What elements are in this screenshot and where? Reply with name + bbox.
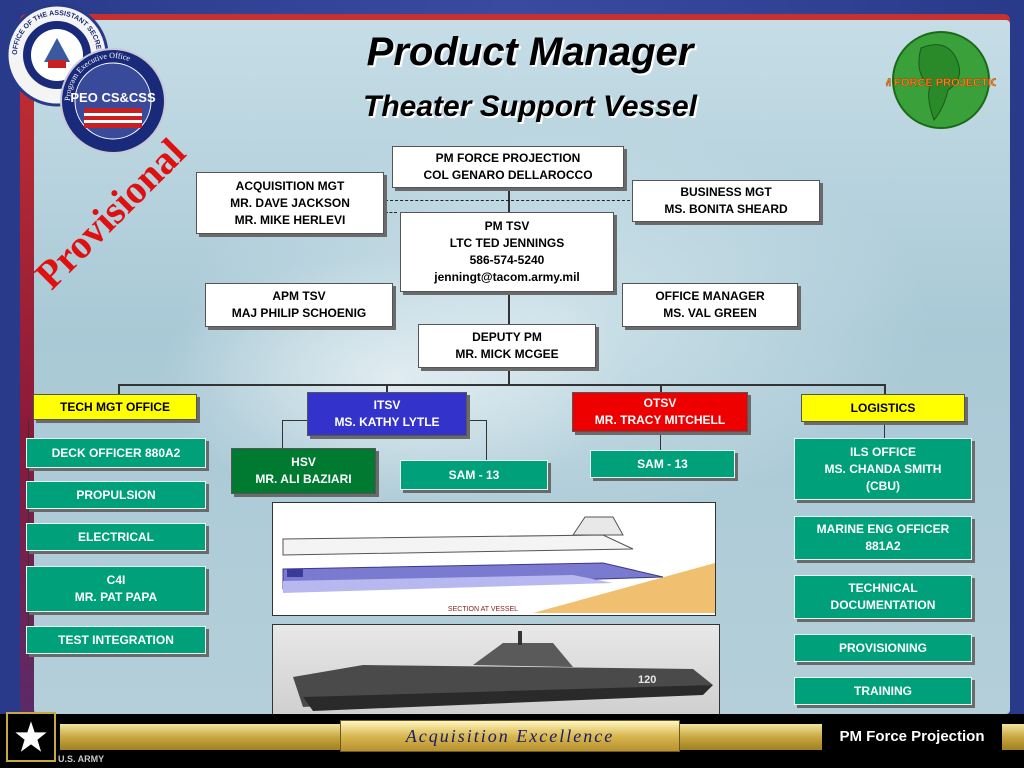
box-line: LTC TED JENNINGS — [449, 236, 565, 250]
connector-line — [486, 420, 487, 460]
pm-force-projection-logo-icon: PM FORCE PROJECTION — [886, 31, 996, 129]
connector-line — [660, 432, 661, 450]
box-line: MR. DAVE JACKSON — [230, 195, 350, 210]
box-line: PM FORCE PROJECTION — [435, 151, 581, 165]
box-line: ITSV — [373, 398, 401, 412]
box-line: ELECTRICAL — [78, 529, 154, 544]
hull-number: 120 — [638, 674, 656, 686]
connector-line — [660, 384, 662, 394]
box-line: (CBU) — [866, 478, 900, 493]
connector-line — [118, 384, 120, 394]
box-line: MR. MIKE HERLEVI — [234, 212, 346, 227]
box-line: MS. VAL GREEN — [663, 306, 757, 320]
org-box-training: TRAINING — [794, 677, 972, 705]
box-line: PROVISIONING — [838, 640, 927, 655]
org-box-itsv: ITSV MS. KATHY LYTLE — [307, 392, 467, 436]
org-box-provisioning: PROVISIONING — [794, 634, 972, 662]
org-box-sam-13-itsv: SAM - 13 — [400, 460, 548, 490]
box-line: DEPUTY PM — [472, 330, 542, 344]
connector-dashed — [385, 200, 630, 201]
org-box-acquisition-mgt: ACQUISITION MGT MR. DAVE JACKSON MR. MIK… — [196, 172, 384, 234]
box-line: PM TSV — [484, 219, 530, 233]
box-line: COL GENARO DELLAROCCO — [423, 168, 593, 182]
org-box-test-integration: TEST INTEGRATION — [26, 626, 206, 654]
box-line: BUSINESS MGT — [680, 185, 772, 199]
org-box-hsv: HSV MR. ALI BAZIARI — [231, 448, 376, 494]
box-line: MR. TRACY MITCHELL — [594, 413, 726, 427]
org-box-tech-mgt-office: TECH MGT OFFICE — [33, 394, 197, 420]
org-box-sam-13-otsv: SAM - 13 — [590, 450, 735, 478]
box-line: ILS OFFICE — [850, 444, 916, 459]
box-line: LOGISTICS — [850, 400, 916, 415]
box-line: MS. BONITA SHEARD — [664, 202, 788, 216]
army-secretary-seal-icon: OFFICE OF THE ASSISTANT SECRETARY OF THE… — [4, 2, 109, 107]
acquisition-excellence-banner: Acquisition Excellence — [340, 720, 680, 752]
box-line: MR. MICK MCGEE — [455, 347, 559, 361]
org-box-pm-tsv: PM TSV LTC TED JENNINGS 586-574-5240 jen… — [400, 212, 614, 292]
org-box-logistics: LOGISTICS — [801, 394, 965, 422]
drawing-caption: SECTION AT VESSEL — [448, 606, 518, 613]
page-subtitle: Theater Support Vessel — [363, 90, 697, 123]
org-box-propulsion: PROPULSION — [26, 481, 206, 509]
footer-right-label: PM Force Projection — [822, 722, 1002, 750]
box-line: MS. CHANDA SMITH — [824, 461, 942, 476]
connector-line — [282, 420, 283, 448]
vessel-photo: 120 — [272, 624, 720, 718]
box-line: ACQUISITION MGT — [235, 178, 345, 193]
box-line: MR. ALI BAZIARI — [255, 472, 352, 486]
org-box-apm-tsv: APM TSV MAJ PHILIP SCHOENIG — [205, 283, 393, 327]
box-line: OFFICE MANAGER — [655, 289, 765, 303]
org-box-otsv: OTSV MR. TRACY MITCHELL — [572, 392, 748, 432]
box-line: DOCUMENTATION — [830, 598, 936, 612]
page-title: Product Manager — [366, 30, 694, 74]
connector-line — [884, 384, 886, 394]
org-box-office-manager: OFFICE MANAGER MS. VAL GREEN — [622, 283, 798, 327]
connector-line — [884, 424, 885, 438]
box-line: DECK OFFICER 880A2 — [51, 445, 181, 460]
pmfp-logo-text: PM FORCE PROJECTION — [886, 77, 996, 89]
box-line: SAM - 13 — [637, 456, 688, 471]
peo-logo-text: PEO CS&CSS — [70, 90, 156, 105]
box-line: TEST INTEGRATION — [58, 632, 174, 647]
box-line: jenningt@tacom.army.mil — [434, 270, 580, 284]
box-line: TECH MGT OFFICE — [60, 399, 170, 414]
army-label: U.S. ARMY — [58, 754, 105, 764]
box-line: MS. KATHY LYTLE — [334, 415, 440, 429]
org-box-technical-documentation: TECHNICAL DOCUMENTATION — [794, 575, 972, 619]
box-line: MAJ PHILIP SCHOENIG — [231, 306, 367, 320]
org-box-marine-eng-officer: MARINE ENG OFFICER 881A2 — [794, 516, 972, 560]
org-box-ils-office: ILS OFFICE MS. CHANDA SMITH (CBU) — [794, 438, 972, 500]
org-box-pm-force-projection: PM FORCE PROJECTION COL GENARO DELLAROCC… — [392, 146, 624, 188]
vessel-section-drawing: SECTION AT VESSEL — [272, 502, 716, 616]
box-line: PROPULSION — [76, 487, 156, 502]
box-line: 881A2 — [865, 539, 901, 553]
box-line: TRAINING — [854, 683, 912, 698]
org-box-business-mgt: BUSINESS MGT MS. BONITA SHEARD — [632, 180, 820, 222]
connector-line — [118, 384, 886, 386]
box-line: MARINE ENG OFFICER — [816, 522, 950, 536]
box-line: 586-574-5240 — [469, 253, 545, 267]
box-line: TECHNICAL — [848, 581, 918, 595]
box-line: APM TSV — [272, 289, 326, 303]
org-box-deputy-pm: DEPUTY PM MR. MICK MCGEE — [418, 324, 596, 368]
connector-line — [386, 384, 388, 394]
army-star-logo-icon — [6, 712, 56, 762]
box-line: OTSV — [643, 396, 677, 410]
peo-cscss-logo-icon: Program Executive Office PEO CS&CSS — [60, 48, 166, 154]
box-line: SAM - 13 — [448, 467, 500, 482]
org-box-electrical: ELECTRICAL — [26, 523, 206, 551]
box-line: C4I — [106, 573, 126, 587]
org-box-c4i: C4I MR. PAT PAPA — [26, 566, 206, 612]
connector-dashed — [385, 212, 397, 213]
org-box-deck-officer: DECK OFFICER 880A2 — [26, 438, 206, 468]
box-line: HSV — [291, 455, 316, 469]
box-line: MR. PAT PAPA — [74, 590, 158, 604]
